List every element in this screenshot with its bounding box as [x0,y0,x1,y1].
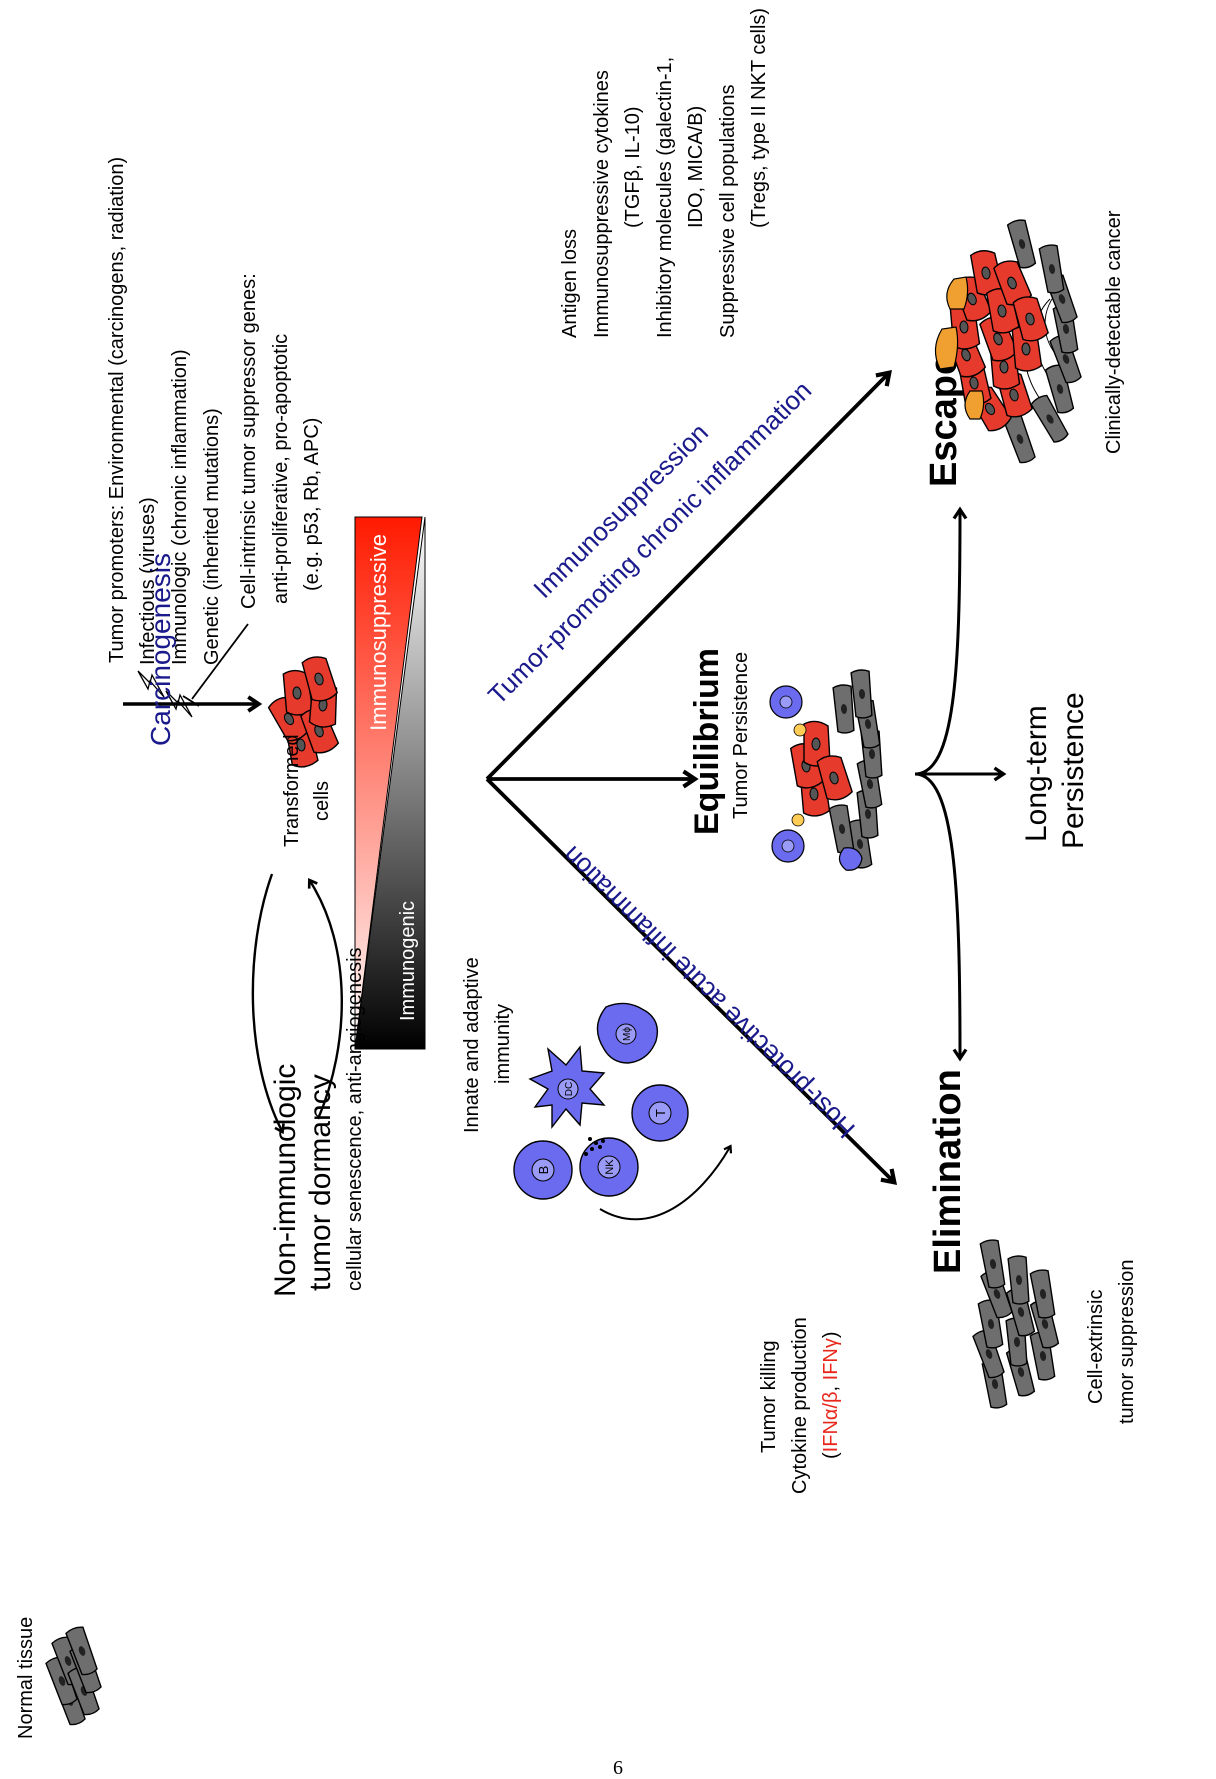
svg-text:Inhibitory molecules (galectin: Inhibitory molecules (galectin-1, [654,57,676,338]
suppressor-genes-text: Cell-intrinsic tumor suppressor genes: a… [238,273,323,609]
immunosuppressive-label: Immunosuppressive [366,534,391,731]
equilibrium-tumor-icon [770,669,883,870]
immune-cells-cluster: B NK DC T Mϕ [514,1003,688,1199]
svg-text:Persistence: Persistence [1057,692,1090,849]
transformed-cells-icon [267,654,339,769]
tumor-promoting-inflammation-label: Tumor-promoting chronic inflammation [482,375,817,710]
svg-text:Infectious (viruses): Infectious (viruses) [137,497,159,665]
svg-text:(e.g. p53, Rb, APC): (e.g. p53, Rb, APC) [301,418,323,591]
svg-text:T: T [653,1109,668,1117]
normal-tissue-cells-icon [45,1625,102,1726]
dormancy-text: Non-immunologic tumor dormancy cellular … [269,947,366,1297]
svg-text:immunity: immunity [492,1004,514,1084]
tumor-killing-text: Tumor killing Cytokine production (IFNα/… [758,1317,842,1494]
svg-text:(TGFβ, IL-10): (TGFβ, IL-10) [622,106,644,228]
svg-text:Mϕ: Mϕ [622,1027,633,1041]
escape-subtitle: Clinically-detectable cancer [1103,210,1125,454]
svg-text:anti-proliferative, pro-apopto: anti-proliferative, pro-apoptotic [270,334,292,604]
macrophage-icon: Mϕ [597,1003,657,1063]
svg-text:Non-immunologic: Non-immunologic [269,1064,302,1297]
svg-text:Genetic (inherited mutations): Genetic (inherited mutations) [201,408,223,665]
svg-text:Transformed: Transformed [281,734,303,847]
svg-text:IDO, MICA/B): IDO, MICA/B) [685,106,707,228]
immunogenic-label: Immunogenic [397,901,419,1021]
svg-text:B: B [536,1166,551,1175]
equilibrium-subtitle: Tumor Persistence [730,652,752,819]
svg-text:(IFNα/β, IFNγ): (IFNα/β, IFNγ) [820,1331,842,1459]
svg-text:(Tregs, type II NKT cells): (Tregs, type II NKT cells) [748,8,770,228]
nk-cell-icon: NK [580,1137,638,1196]
persistence-arrows [915,511,1002,1057]
svg-text:Suppressive cell populations: Suppressive cell populations [717,85,739,339]
svg-text:DC: DC [564,1082,575,1096]
innate-immunity-label: Innate and adaptive immunity [461,957,514,1133]
escape-mechanisms-text: Antigen loss Immunosuppressive cytokines… [559,8,770,338]
page-number: 6 [613,1757,623,1779]
escape-title: Escape [923,354,965,487]
svg-text:Cell-extrinsic: Cell-extrinsic [1085,1290,1107,1404]
host-protective-inflammation-label: Host-protective acute inflammation [557,840,861,1144]
t-cell-icon: T [632,1085,688,1141]
svg-text:Long-term: Long-term [1020,705,1053,842]
svg-text:Immunologic (chronic inflammat: Immunologic (chronic inflammation) [169,349,191,665]
svg-text:tumor suppression: tumor suppression [1116,1259,1138,1424]
svg-text:Antigen loss: Antigen loss [559,229,581,338]
svg-text:cells: cells [311,781,333,821]
long-term-persistence-label: Long-term Persistence [1020,692,1090,849]
svg-text:Tumor killing: Tumor killing [758,1340,780,1453]
elimination-subtitle: Cell-extrinsic tumor suppression [1085,1259,1138,1424]
b-cell-icon: B [514,1141,572,1199]
svg-text:tumor dormancy: tumor dormancy [304,1074,337,1291]
dendritic-cell-icon: DC [530,1047,604,1127]
equilibrium-title: Equilibrium [688,648,726,835]
svg-text:Tumor promoters: Environmental: Tumor promoters: Environmental (carcinog… [106,157,128,663]
svg-text:Cytokine production: Cytokine production [789,1317,811,1494]
normal-tissue-label: Normal tissue [15,1617,37,1739]
svg-text:cellular senescence, anti-angi: cellular senescence, anti-angiogenesis [344,947,366,1291]
elimination-normal-cells-icon [972,1239,1060,1409]
svg-text:Cell-intrinsic tumor suppresso: Cell-intrinsic tumor suppressor genes: [238,273,260,609]
elimination-title: Elimination [927,1069,969,1274]
svg-text:Innate and adaptive: Innate and adaptive [461,957,483,1133]
svg-text:Immunosuppressive cytokines: Immunosuppressive cytokines [591,70,613,338]
svg-text:NK: NK [604,1159,616,1175]
